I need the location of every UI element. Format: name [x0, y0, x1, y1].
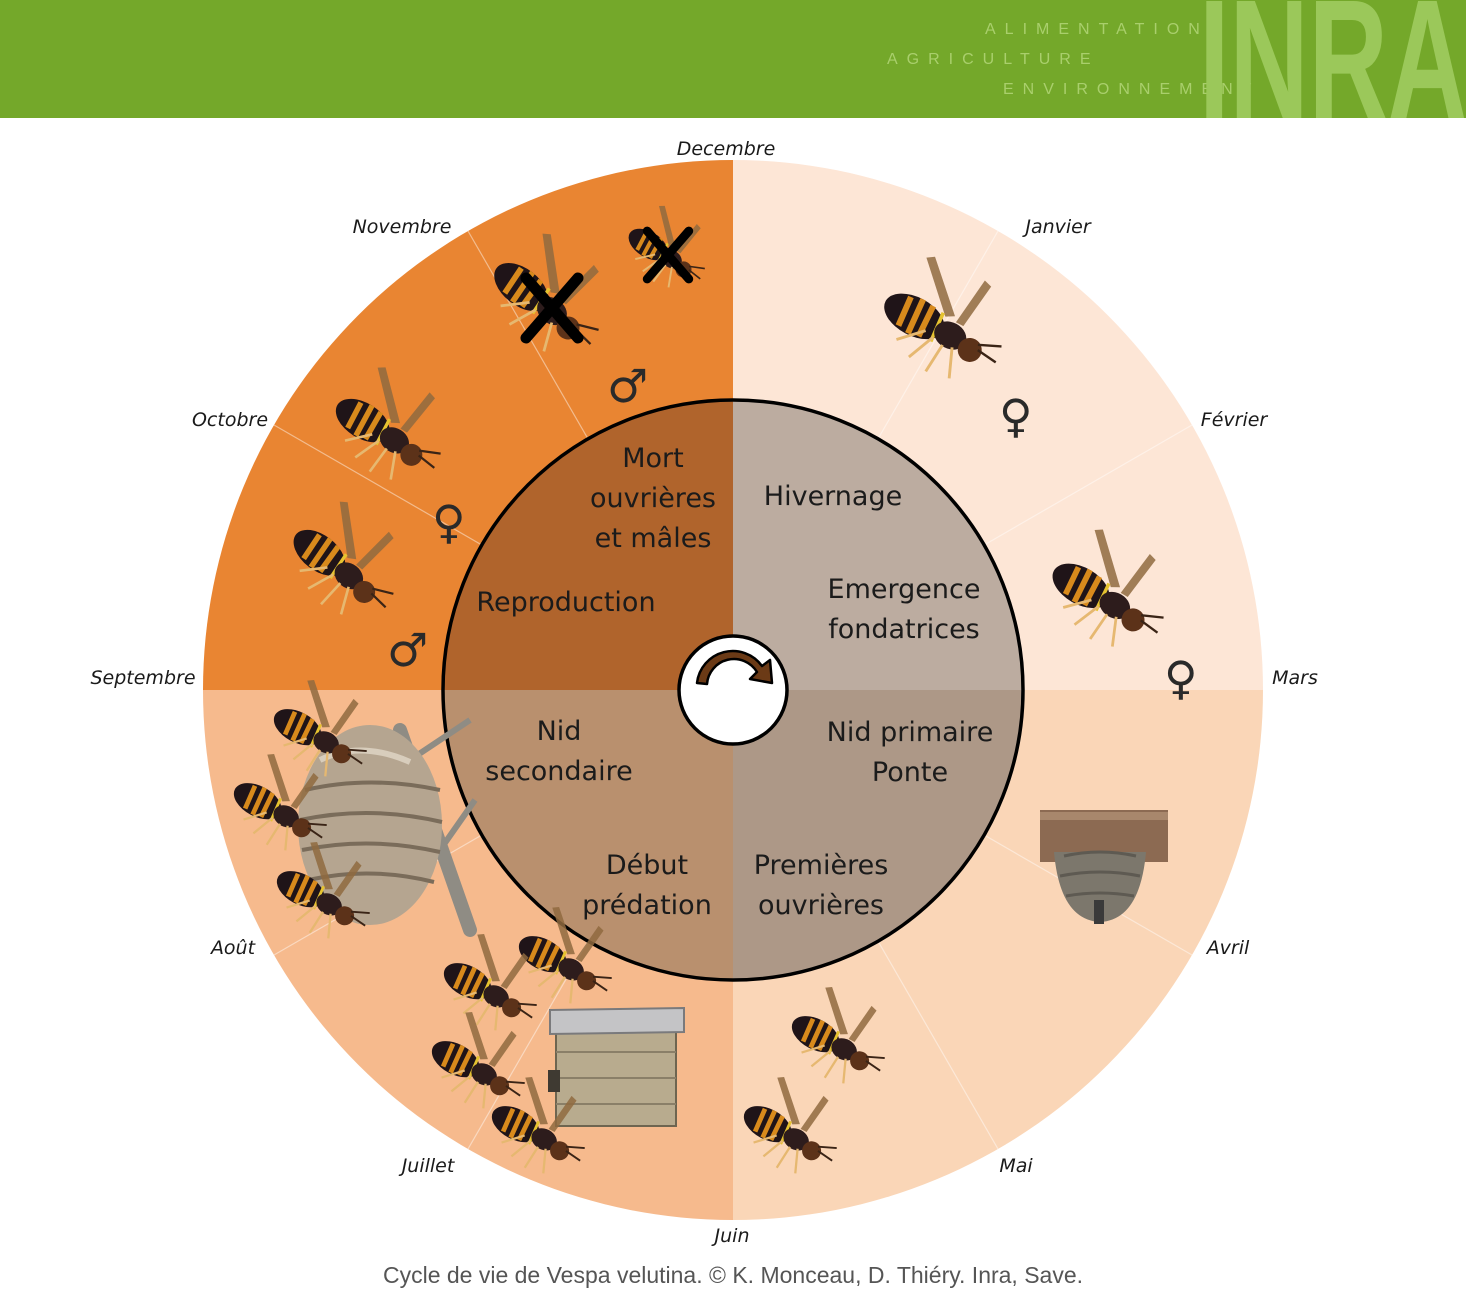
- phase-nid-primaire-ponte: Nid primaire Ponte: [827, 717, 994, 788]
- inra-logo: INRA: [1205, 0, 1466, 118]
- female-symbol: ♀: [1164, 651, 1198, 705]
- phase-line: Emergence: [828, 574, 981, 605]
- quadrant-winter-inner: [733, 400, 1023, 690]
- phase-reproduction: Reproduction: [476, 587, 655, 618]
- phase-emergence-fondatrices: Emergence fondatrices: [828, 574, 981, 645]
- month-label-octobre: Octobre: [192, 409, 268, 431]
- phase-line: Ponte: [872, 757, 948, 788]
- phase-line: Nid primaire: [827, 717, 994, 748]
- month-label-mai: Mai: [999, 1155, 1033, 1177]
- phase-line: Début: [606, 850, 688, 881]
- month-label-juin: Juin: [711, 1225, 750, 1247]
- inra-logo-text: INRA: [1205, 0, 1466, 118]
- phase-line: prédation: [582, 890, 712, 921]
- header-banner: ALIMENTATION AGRICULTURE ENVIRONNEMENT I…: [0, 0, 1466, 118]
- cycle-arrow-icon: [695, 649, 774, 686]
- quadrant-summer-inner: [443, 690, 733, 980]
- month-label-decembre: Decembre: [677, 138, 776, 160]
- phase-mort-ouvrieres-et-males: Mort ouvrières et mâles: [590, 443, 716, 554]
- month-label-novembre: Novembre: [353, 216, 452, 238]
- caption: Cycle de vie de Vespa velutina. © K. Mon…: [382, 1262, 1084, 1288]
- primary-nest-icon: [1040, 810, 1168, 924]
- inner-ring: [441, 398, 1025, 982]
- tagline-agriculture: AGRICULTURE: [887, 51, 1100, 68]
- month-label-janvier: Janvier: [1021, 216, 1092, 238]
- phase-nid-secondaire: Nid secondaire: [485, 716, 632, 787]
- phase-debut-predation: Début prédation: [582, 850, 712, 921]
- phase-line: Premières: [754, 850, 889, 881]
- month-label-fevrier: Février: [1201, 409, 1269, 431]
- beehive-icon: [548, 1006, 685, 1127]
- phase-line: fondatrices: [828, 614, 980, 645]
- female-symbol: ♀: [999, 389, 1033, 443]
- phase-line: secondaire: [485, 756, 632, 787]
- tagline-environnement: ENVIRONNEMENT: [1003, 81, 1261, 98]
- month-label-septembre: Septembre: [90, 667, 195, 689]
- quadrant-spring-inner: [733, 690, 1023, 980]
- month-label-aout: Août: [209, 937, 257, 959]
- phase-line: Nid: [537, 716, 582, 747]
- month-label-mars: Mars: [1272, 667, 1318, 689]
- month-label-juillet: Juillet: [398, 1155, 456, 1177]
- phase-line: Mort: [622, 443, 684, 474]
- tagline-alimentation: ALIMENTATION: [985, 21, 1209, 38]
- month-label-avril: Avril: [1205, 937, 1250, 959]
- phase-premieres-ouvrieres: Premières ouvrières: [754, 850, 889, 921]
- male-symbol: ♂: [387, 623, 428, 677]
- male-symbol: ♂: [607, 359, 648, 413]
- female-symbol: ♀: [432, 495, 466, 549]
- quadrant-autumn-inner: [443, 400, 733, 690]
- phase-line: et mâles: [595, 523, 712, 554]
- phase-hivernage: Hivernage: [764, 481, 902, 512]
- phase-line: ouvrières: [590, 483, 716, 514]
- phase-line: ouvrières: [758, 890, 884, 921]
